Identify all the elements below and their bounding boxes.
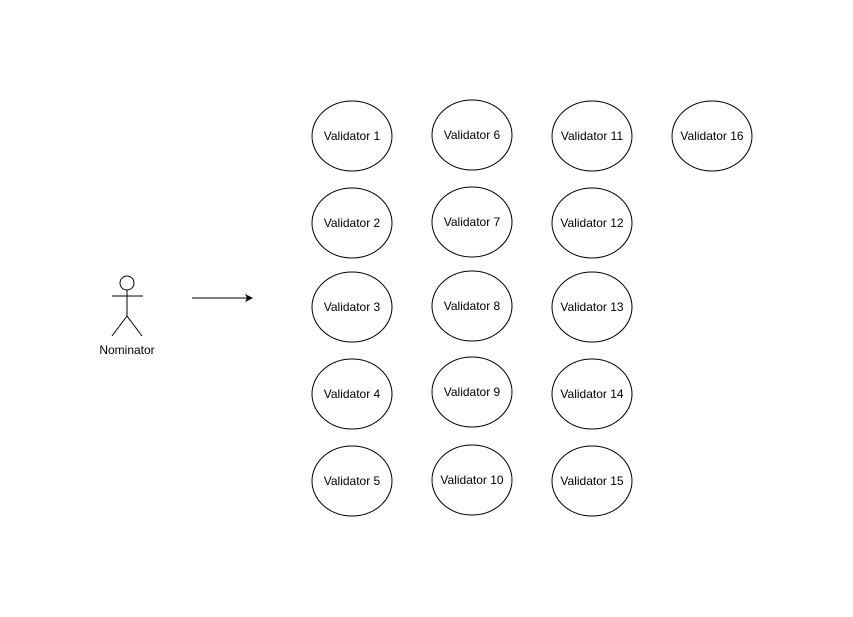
validator-node[interactable]: Validator 12 xyxy=(551,187,633,259)
validator-node[interactable]: Validator 3 xyxy=(311,271,393,343)
validator-ellipse xyxy=(311,271,393,343)
validator-ellipse xyxy=(671,100,753,172)
validator-label: Validator 10 xyxy=(440,473,503,487)
validator-label: Validator 8 xyxy=(444,299,501,313)
validator-label: Validator 16 xyxy=(680,129,743,143)
validator-ellipse xyxy=(311,100,393,172)
actor-left-leg xyxy=(111,315,128,337)
validator-ellipse xyxy=(431,270,513,342)
validator-label: Validator 11 xyxy=(561,129,624,143)
validator-ellipse xyxy=(431,444,513,516)
validator-ellipse xyxy=(311,445,393,517)
validator-label: Validator 12 xyxy=(560,216,623,230)
validator-node[interactable]: Validator 8 xyxy=(431,270,513,342)
validator-ellipse xyxy=(551,187,633,259)
nominator-actor[interactable]: Nominator xyxy=(99,275,155,357)
validator-node[interactable]: Validator 4 xyxy=(311,358,393,430)
validator-ellipse xyxy=(311,187,393,259)
validator-node[interactable]: Validator 10 xyxy=(431,444,513,516)
validator-node[interactable]: Validator 16 xyxy=(671,100,753,172)
validator-label: Validator 9 xyxy=(444,385,501,399)
validator-ellipse xyxy=(431,186,513,258)
validator-ellipse xyxy=(311,358,393,430)
validator-ellipse xyxy=(551,358,633,430)
validator-node[interactable]: Validator 13 xyxy=(551,271,633,343)
validator-node[interactable]: Validator 7 xyxy=(431,186,513,258)
validator-ellipse xyxy=(431,99,513,171)
validator-node[interactable]: Validator 9 xyxy=(431,356,513,428)
actor-right-leg xyxy=(126,315,143,337)
validator-label: Validator 7 xyxy=(444,215,501,229)
validator-label: Validator 4 xyxy=(324,387,381,401)
validator-ellipse xyxy=(551,271,633,343)
validator-group: Validator 1 Validator 2 Validator 3 Validat… xyxy=(311,99,753,517)
validator-ellipse xyxy=(551,100,633,172)
validator-label: Validator 13 xyxy=(560,300,623,314)
validator-label: Validator 5 xyxy=(324,474,381,488)
validator-node[interactable]: Validator 15 xyxy=(551,445,633,517)
validator-ellipse xyxy=(431,356,513,428)
validator-node[interactable]: Validator 5 xyxy=(311,445,393,517)
validator-node[interactable]: Validator 6 xyxy=(431,99,513,171)
validator-node[interactable]: Validator 2 xyxy=(311,187,393,259)
validator-label: Validator 3 xyxy=(324,300,381,314)
validator-node[interactable]: Validator 11 xyxy=(551,100,633,172)
validator-label: Validator 2 xyxy=(324,216,381,230)
actor-label: Nominator xyxy=(99,343,154,357)
validator-label: Validator 15 xyxy=(560,474,623,488)
validator-label: Validator 6 xyxy=(444,128,501,142)
validator-node[interactable]: Validator 1 xyxy=(311,100,393,172)
actor-head xyxy=(119,275,135,291)
validator-label: Validator 14 xyxy=(560,387,623,401)
validator-label: Validator 1 xyxy=(324,129,381,143)
validator-ellipse xyxy=(551,445,633,517)
validator-node[interactable]: Validator 14 xyxy=(551,358,633,430)
